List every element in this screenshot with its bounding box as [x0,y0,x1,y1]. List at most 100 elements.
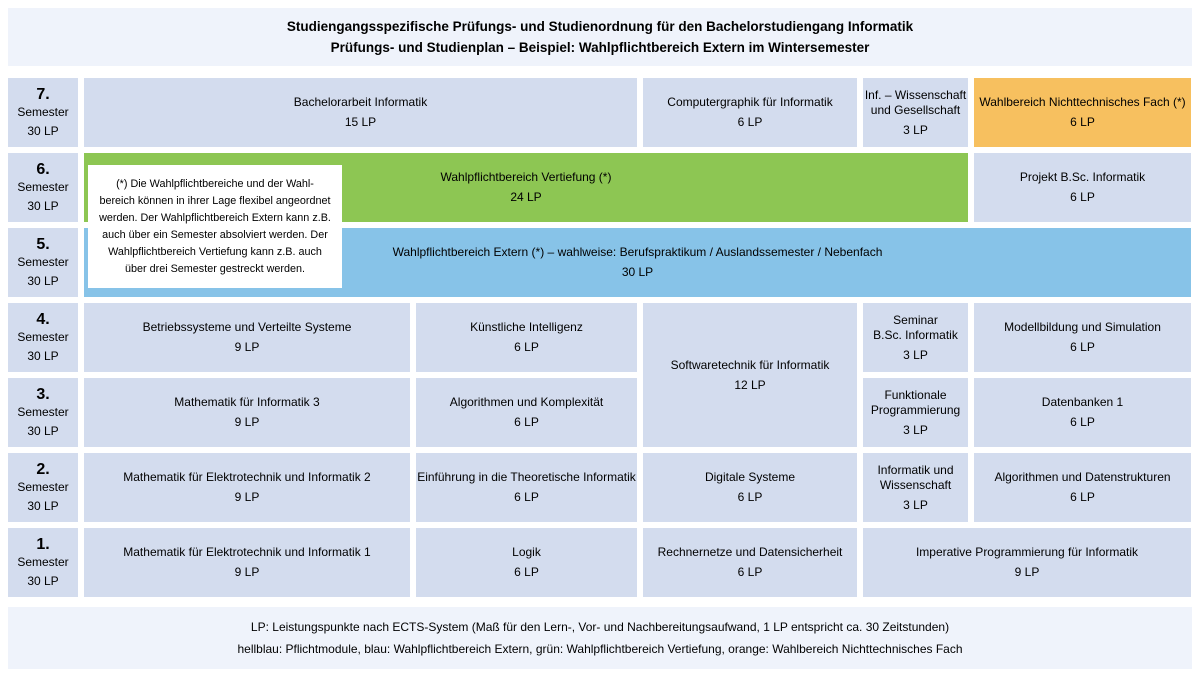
semester-number: 3. [36,386,50,403]
module-lp: 6 LP [1070,340,1095,354]
module-algorithmen-und-datenstrukturen: Algorithmen und Datenstrukturen 6 LP [974,453,1191,522]
legend-band: LP: Leistungspunkte nach ECTS-System (Ma… [8,607,1192,669]
module-name: Rechnernetze und Datensicherheit [657,545,843,559]
semester-label-1: 1. Semester 30 LP [8,528,78,597]
semester-number: 7. [36,86,50,103]
module-name: Informatik und Wissenschaft [877,462,954,492]
module-name: Projekt B.Sc. Informatik [1019,170,1146,184]
module-funktionale-programmierung: Funktionale Programmierung 3 LP [863,378,968,447]
module-informatik-und-wissenschaft: Informatik und Wissenschaft 3 LP [863,453,968,522]
module-lp: 12 LP [734,377,766,392]
module-lp: 6 LP [737,565,763,579]
module-lp: 30 LP [621,265,654,279]
semester-lp: 30 LP [27,124,59,138]
module-wahlbereich-nichttechnisches-fach: Wahlbereich Nichttechnisches Fach (*) 6 … [974,78,1191,147]
semester-word: Semester [17,330,69,344]
semester-number: 5. [36,236,50,253]
module-lp: 9 LP [234,415,260,429]
module-lp: 9 LP [234,340,260,354]
module-name: Algorithmen und Komplexität [449,395,604,409]
semester-label-4: 4. Semester 30 LP [8,303,78,372]
module-lp: 6 LP [737,115,763,129]
module-lp: 6 LP [1070,415,1095,429]
semester-label-6: 6. Semester 30 LP [8,153,78,222]
module-lp: 3 LP [903,497,928,512]
flexibility-note-text: (*) Die Wahlpflichtbereiche und der Wahl… [99,177,331,275]
semester-lp: 30 LP [27,424,59,438]
module-lp: 9 LP [234,490,260,504]
module-name: Modellbildung und Simulation [1004,320,1161,334]
module-lp: 6 LP [514,415,539,429]
page-title-line2: Prüfungs- und Studienplan – Beispiel: Wa… [330,40,870,55]
module-imperative-programmierung: Imperative Programmierung für Informatik… [863,528,1191,597]
module-logik: Logik 6 LP [416,528,637,597]
module-modellbildung-und-simulation: Modellbildung und Simulation 6 LP [974,303,1191,372]
semester-number: 2. [36,461,50,478]
module-name: Wahlbereich Nichttechnisches Fach (*) [979,95,1186,109]
semester-lp: 30 LP [27,274,59,288]
semester-grid: 7. Semester 30 LP Bachelorarbeit Informa… [8,78,1191,597]
semester-word: Semester [17,555,69,569]
module-rechnernetze-und-datensicherheit: Rechnernetze und Datensicherheit 6 LP [643,528,857,597]
module-name: Bachelorarbeit Informatik [293,95,428,109]
module-datenbanken-1: Datenbanken 1 6 LP [974,378,1191,447]
module-name: Mathematik für Elektrotechnik und Inform… [123,470,371,484]
module-name: Wahlpflichtbereich Vertiefung (*) [440,170,612,184]
module-mathematik-fuer-informatik-3: Mathematik für Informatik 3 9 LP [84,378,410,447]
semester-word: Semester [17,105,69,119]
module-computergraphik: Computergraphik für Informatik 6 LP [643,78,857,147]
module-lp: 6 LP [514,565,539,579]
module-name: Betriebssysteme und Verteilte Systeme [142,320,352,334]
semester-label-5: 5. Semester 30 LP [8,228,78,297]
semester-lp: 30 LP [27,574,59,588]
semester-word: Semester [17,180,69,194]
semester-word: Semester [17,255,69,269]
module-lp: 24 LP [510,190,542,204]
semester-number: 1. [36,536,50,553]
module-name: Digitale Systeme [704,470,796,484]
module-digitale-systeme: Digitale Systeme 6 LP [643,453,857,522]
page-title-line1: Studiengangsspezifische Prüfungs- und St… [286,19,914,34]
semester-lp: 30 LP [27,499,59,513]
module-projekt-bsc-informatik: Projekt B.Sc. Informatik 6 LP [974,153,1191,222]
module-name: Algorithmen und Datenstrukturen [994,470,1171,484]
semester-label-2: 2. Semester 30 LP [8,453,78,522]
color-legend-line: hellblau: Pflichtmodule, blau: Wahlpflic… [237,642,963,656]
module-lp: 6 LP [514,490,539,504]
module-seminar-bsc-informatik: Seminar B.Sc. Informatik 3 LP [863,303,968,372]
lp-definition-line: LP: Leistungspunkte nach ECTS-System (Ma… [250,620,950,634]
module-name: Seminar B.Sc. Informatik [873,312,958,342]
module-algorithmen-und-komplexitaet: Algorithmen und Komplexität 6 LP [416,378,637,447]
module-lp: 3 LP [903,122,928,137]
module-name: Computergraphik für Informatik [667,95,833,109]
module-inf-wissenschaft-und-gesellschaft: Inf. – Wissenschaft und Gesellschaft 3 L… [863,78,968,147]
semester-number: 4. [36,311,50,328]
semester-word: Semester [17,405,69,419]
semester-lp: 30 LP [27,349,59,363]
module-einfuehrung-theoretische-informatik: Einführung in die Theoretische Informati… [416,453,637,522]
semester-label-3: 3. Semester 30 LP [8,378,78,447]
module-lp: 3 LP [903,422,928,437]
semester-word: Semester [17,480,69,494]
module-bachelorarbeit-informatik: Bachelorarbeit Informatik 15 LP [84,78,637,147]
module-name: Wahlpflichtbereich Extern (*) – wahlweis… [392,245,883,259]
module-lp: 9 LP [1014,565,1040,579]
module-name: Imperative Programmierung für Informatik [915,545,1139,559]
module-kuenstliche-intelligenz: Künstliche Intelligenz 6 LP [416,303,637,372]
module-name: Mathematik für Elektrotechnik und Inform… [123,545,371,559]
module-lp: 6 LP [1070,490,1095,504]
module-lp: 9 LP [234,565,260,579]
module-lp: 15 LP [344,115,377,129]
module-name: Softwaretechnik für Informatik [670,357,830,372]
module-name: Inf. – Wissenschaft und Gesellschaft [864,87,967,117]
module-lp: 3 LP [903,347,928,362]
module-name: Mathematik für Informatik 3 [174,395,320,409]
module-lp: 6 LP [514,340,539,354]
title-band: Studiengangsspezifische Prüfungs- und St… [8,8,1192,66]
module-name: Künstliche Intelligenz [470,320,583,334]
flexibility-note-box: (*) Die Wahlpflichtbereiche und der Wahl… [88,165,342,288]
semester-lp: 30 LP [27,199,59,213]
module-name: Logik [512,545,541,559]
module-name: Datenbanken 1 [1041,395,1124,409]
